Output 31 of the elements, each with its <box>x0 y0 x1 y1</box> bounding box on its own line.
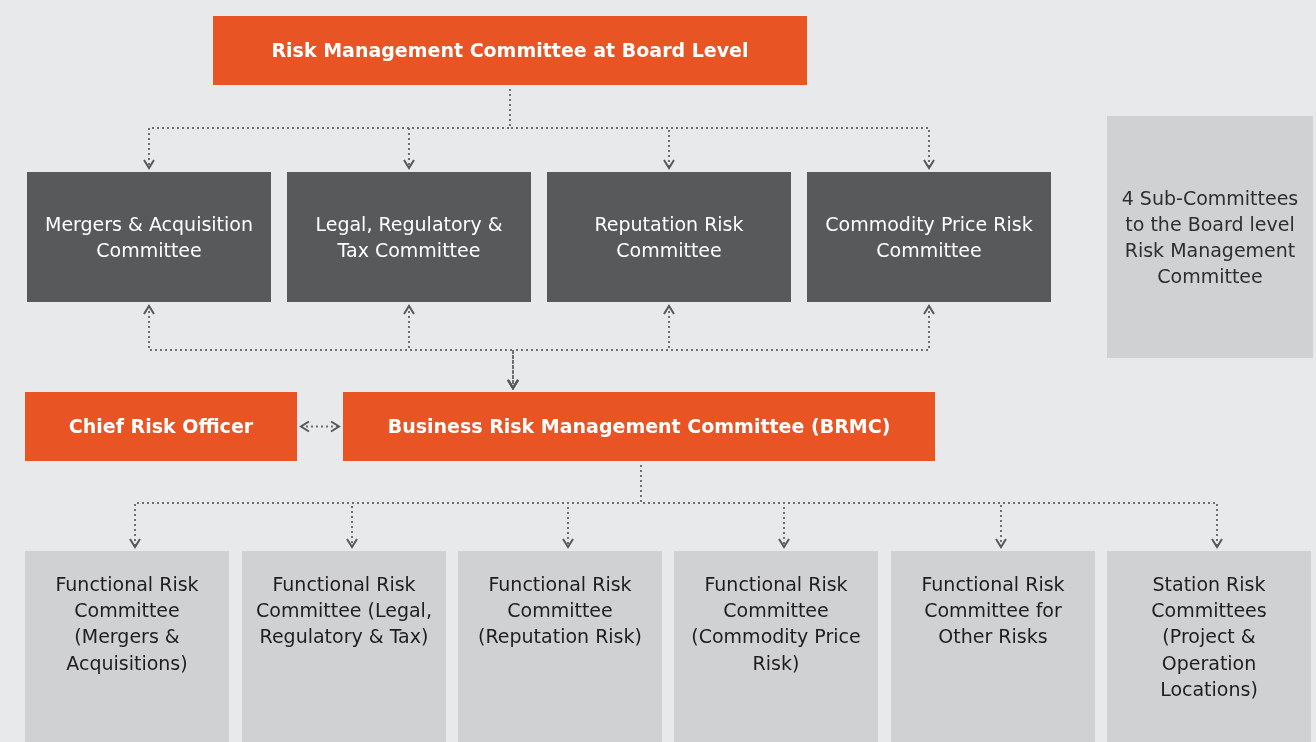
committee-box <box>287 172 531 302</box>
committee-name: Risk Management Committee at Board Level <box>271 38 749 64</box>
committee-name: Station Risk Committees (Project & Operation Locations) <box>1150 572 1268 702</box>
committee-name: Reputation Risk Committee <box>593 211 745 263</box>
committee-box <box>807 172 1051 302</box>
committee-box <box>458 551 662 742</box>
dotted-arrow <box>300 420 340 433</box>
committee-box <box>242 551 446 742</box>
committee-name: Business Risk Management Committee (BRMC) <box>387 414 891 440</box>
committee-box <box>27 172 271 302</box>
committee-name: 4 Sub-Committees to the Board level Risk Management Committee <box>1121 185 1299 290</box>
committee-box <box>25 392 297 461</box>
committee-box <box>891 551 1095 742</box>
committee-box <box>1107 551 1311 742</box>
committee-name: Functional Risk Committee (Reputation Risk) <box>477 572 643 650</box>
committee-name: Functional Risk Committee (Legal, Regulatory & Tax) <box>255 572 433 650</box>
committee-name: Legal, Regulatory & Tax Committee <box>314 211 504 263</box>
dotted-arrow <box>507 305 935 389</box>
committee-box <box>343 392 935 461</box>
committee-name: Commodity Price Risk Committee <box>824 211 1034 263</box>
committee-box <box>547 172 791 302</box>
committee-name: Functional Risk Committee for Other Risks <box>920 572 1066 650</box>
dotted-arrow <box>640 464 1223 548</box>
committee-box <box>1107 116 1313 358</box>
committee-box <box>674 551 878 742</box>
committee-name: Chief Risk Officer <box>68 414 254 440</box>
committee-name: Functional Risk Committee (Mergers & Acquisitions) <box>54 572 200 676</box>
committee-box <box>213 16 807 85</box>
committee-name: Functional Risk Committee (Commodity Price Risk) <box>690 572 862 676</box>
committee-name: Mergers & Acquisition Committee <box>44 211 254 263</box>
committee-box <box>25 551 229 742</box>
